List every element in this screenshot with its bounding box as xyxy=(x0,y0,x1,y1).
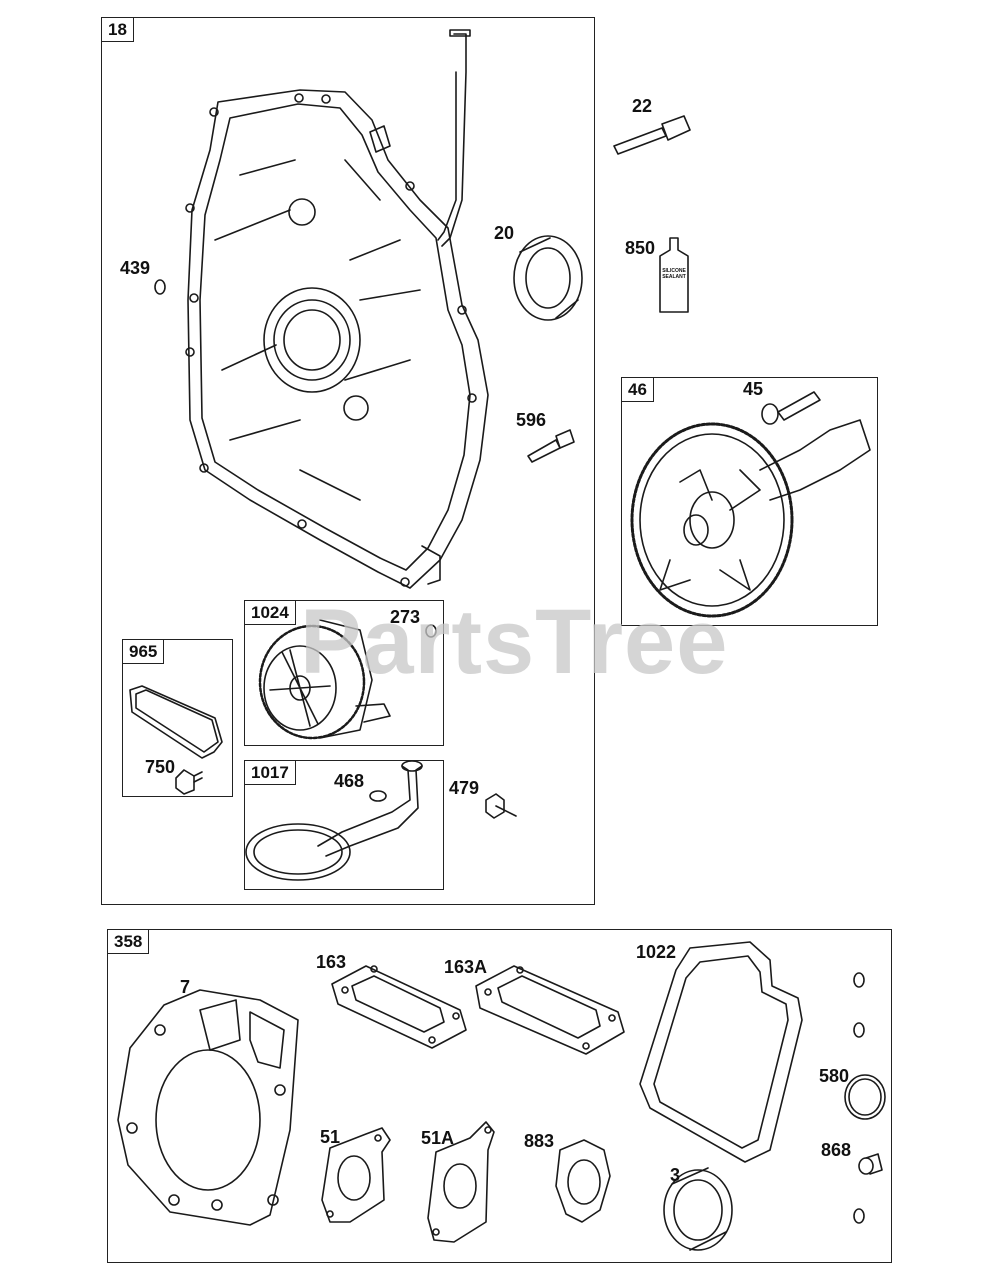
o-ring-468 xyxy=(369,790,387,802)
gasket-51A xyxy=(427,1121,495,1243)
group-1017-tag: 1017 xyxy=(244,760,296,785)
callout-163: 163 xyxy=(316,952,347,972)
gasket-51 xyxy=(321,1127,391,1223)
ring-small-1 xyxy=(853,972,865,988)
screw-750 xyxy=(175,769,203,795)
group-18-frame: 18 xyxy=(101,17,595,905)
callout-20: 20 xyxy=(494,223,515,243)
oil-seal-20 xyxy=(513,235,583,321)
callout-479: 479 xyxy=(449,778,480,798)
watermark: PartsTree xyxy=(300,591,729,693)
sealant-label: SILICONE SEALANT xyxy=(661,268,687,280)
callout-273: 273 xyxy=(390,607,421,627)
group-358-tag: 358 xyxy=(107,929,150,954)
bushing-868 xyxy=(858,1153,883,1175)
callout-51: 51 xyxy=(320,1127,341,1147)
crankcase-cover xyxy=(185,29,489,589)
group-358-frame: 358 xyxy=(107,929,892,1263)
callout-45: 45 xyxy=(743,379,764,399)
ring-small-3 xyxy=(853,1208,865,1224)
group-965-frame: 965 xyxy=(122,639,233,797)
sealant-tube-850 xyxy=(659,237,689,313)
callout-7: 7 xyxy=(180,977,191,997)
camshaft-gear xyxy=(630,419,871,618)
gasket-965 xyxy=(129,685,223,759)
callout-868: 868 xyxy=(821,1140,852,1160)
bolt-596 xyxy=(527,429,575,463)
group-965-tag: 965 xyxy=(122,639,165,664)
callout-596: 596 xyxy=(516,410,547,430)
callout-468: 468 xyxy=(334,771,365,791)
oil-pump xyxy=(258,619,391,740)
gasket-163 xyxy=(331,965,467,1049)
gasket-1022 xyxy=(639,941,803,1163)
o-ring-439 xyxy=(154,279,166,295)
callout-580: 580 xyxy=(819,1066,850,1086)
callout-51A: 51A xyxy=(421,1128,455,1148)
callout-750: 750 xyxy=(145,757,176,777)
oil-pickup xyxy=(245,760,423,881)
sealant-label-line-1: SILICONE xyxy=(662,268,686,274)
group-18-tag: 18 xyxy=(101,17,134,42)
pin-45 xyxy=(761,391,821,425)
callout-439: 439 xyxy=(120,258,151,278)
group-1024-tag: 1024 xyxy=(244,600,296,625)
o-ring-580 xyxy=(844,1074,886,1120)
head-gasket-7 xyxy=(117,989,299,1226)
callout-1022: 1022 xyxy=(636,942,677,962)
gasket-163A xyxy=(475,965,625,1055)
callout-22: 22 xyxy=(632,96,653,116)
group-46-frame: 46 xyxy=(621,377,878,626)
callout-163A: 163A xyxy=(444,957,488,977)
sealant-label-line-2: SEALANT xyxy=(662,274,686,280)
callout-3: 3 xyxy=(670,1165,681,1185)
oil-seal-3 xyxy=(663,1167,733,1251)
callout-883: 883 xyxy=(524,1131,555,1151)
group-1017-frame: 1017 xyxy=(244,760,444,890)
group-1024-frame: 1024 xyxy=(244,600,444,746)
group-46-tag: 46 xyxy=(621,377,654,402)
ring-small-2 xyxy=(853,1022,865,1038)
callout-850: 850 xyxy=(625,238,656,258)
gasket-883 xyxy=(555,1139,611,1223)
o-ring-273 xyxy=(425,624,437,638)
bolt-22 xyxy=(613,115,691,155)
screw-479 xyxy=(485,793,517,819)
